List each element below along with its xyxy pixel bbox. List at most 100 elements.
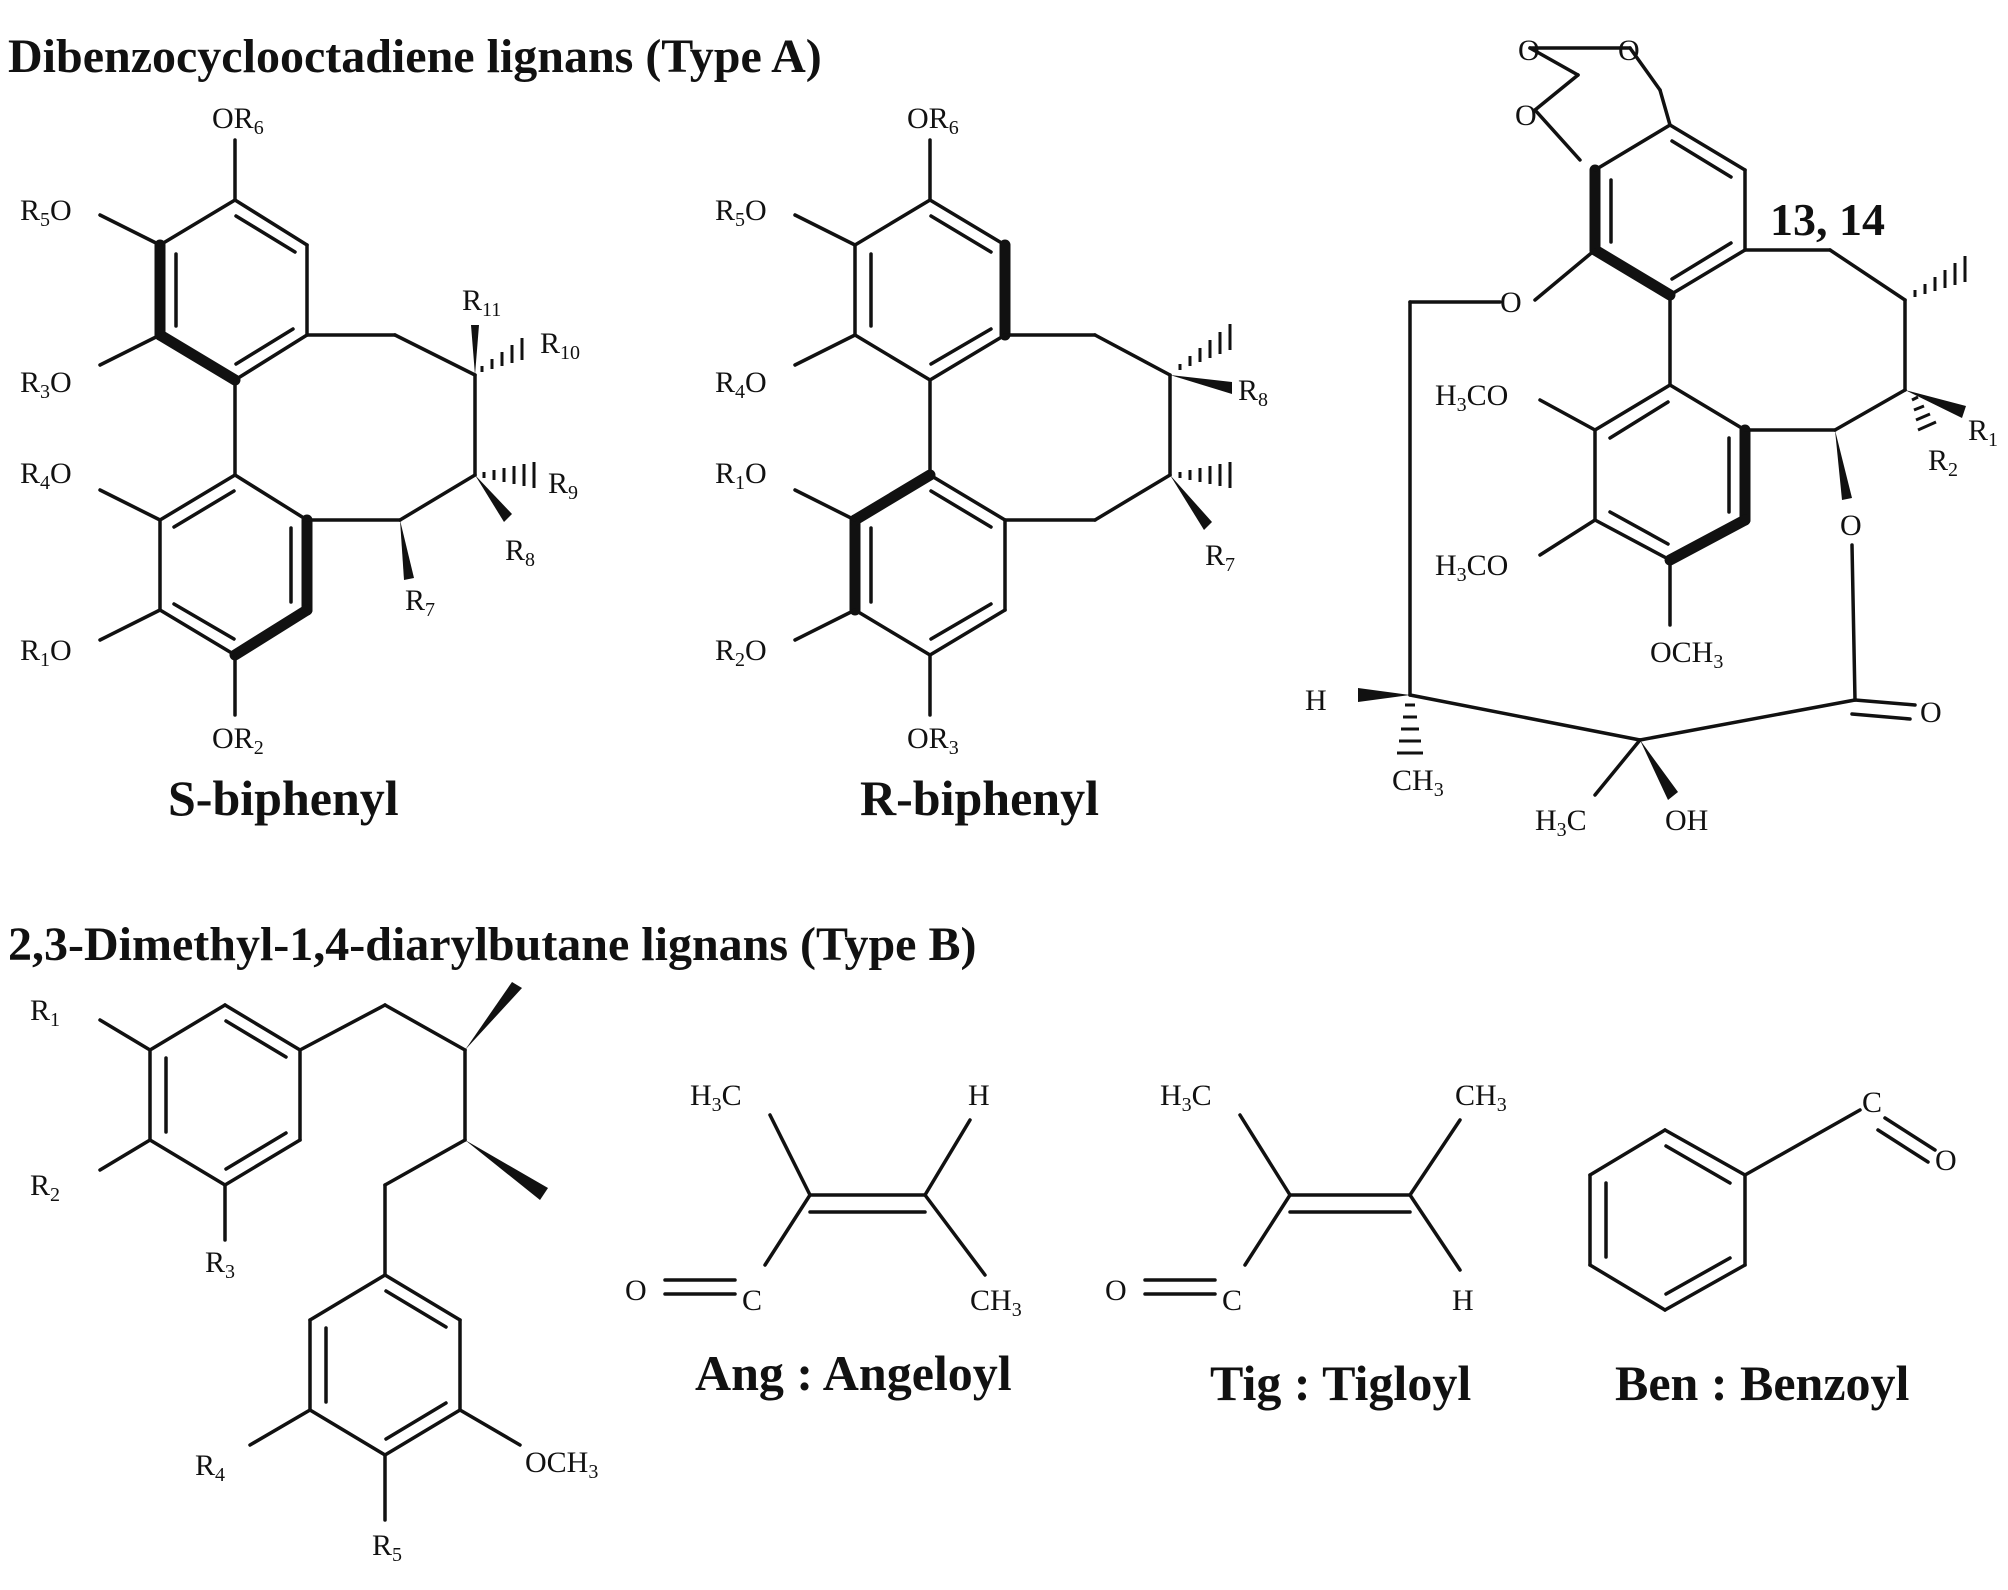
svg-text:R7: R7 bbox=[405, 584, 435, 621]
caption-benzoyl: Ben : Benzoyl bbox=[1615, 1355, 1910, 1411]
svg-text:R3O: R3O bbox=[20, 366, 72, 403]
svg-text:R4O: R4O bbox=[715, 366, 767, 403]
label-b-r3: R bbox=[205, 1246, 225, 1279]
label-ben-c: C bbox=[1862, 1086, 1882, 1119]
label-ang-c: C bbox=[742, 1284, 762, 1317]
label-ang-h: H bbox=[968, 1079, 990, 1112]
label-b-r2: R bbox=[30, 1169, 50, 1202]
svg-text:R5: R5 bbox=[372, 1529, 402, 1566]
svg-text:CH3: CH3 bbox=[1455, 1079, 1507, 1116]
label-tig-h: H bbox=[1452, 1284, 1474, 1317]
svg-text:R5O: R5O bbox=[20, 194, 72, 231]
label-r-r8: R bbox=[1238, 374, 1258, 407]
svg-text:R1O: R1O bbox=[715, 457, 767, 494]
svg-text:R2: R2 bbox=[30, 1169, 60, 1206]
label-r9: R bbox=[548, 467, 568, 500]
label-r4: R bbox=[20, 457, 40, 490]
svg-text:R5O: R5O bbox=[715, 194, 767, 231]
label-tig-c: C bbox=[1222, 1284, 1242, 1317]
svg-text:OR2: OR2 bbox=[212, 722, 264, 759]
label-ben-o: O bbox=[1935, 1144, 1957, 1177]
label-r-r7: R bbox=[1205, 539, 1225, 572]
heading-type-a: Dibenzocyclooctadiene lignans (Type A) bbox=[8, 30, 822, 83]
svg-text:R7: R7 bbox=[1205, 539, 1235, 576]
svg-text:H3C: H3C bbox=[1535, 804, 1587, 841]
svg-text:R11: R11 bbox=[462, 284, 501, 321]
label-ang-ch3: CH bbox=[970, 1284, 1012, 1317]
svg-text:R9: R9 bbox=[548, 467, 578, 504]
label-b-r1: R bbox=[30, 994, 50, 1027]
label-bridge-h3c: H bbox=[1535, 804, 1557, 837]
svg-text:OR3: OR3 bbox=[907, 722, 959, 759]
tigloyl-structure: H3C CH3 O C H bbox=[1105, 1079, 1507, 1317]
svg-text:R8: R8 bbox=[1238, 374, 1268, 411]
svg-text:R4: R4 bbox=[195, 1449, 225, 1486]
compound-13-14-structure: O O O O O O 13, 14 H3CO H3CO OCH3 R1 R2 … bbox=[1305, 34, 1998, 841]
caption-angeloyl: Ang : Angeloyl bbox=[695, 1345, 1012, 1401]
label-h3co-1: H bbox=[1435, 379, 1457, 412]
label-b-och3: OCH bbox=[525, 1446, 588, 1479]
svg-text:OCH3: OCH3 bbox=[1650, 636, 1723, 673]
label-b-r5: R bbox=[372, 1529, 392, 1562]
angeloyl-structure: H3C H O C CH3 bbox=[625, 1079, 1022, 1321]
r-biphenyl-structure: OR6 R5O R4O R1O R2O OR3 R8 R7 bbox=[715, 102, 1268, 759]
label-r7: R bbox=[405, 584, 425, 617]
label-tig-o: O bbox=[1105, 1274, 1127, 1307]
svg-text:H3C: H3C bbox=[1160, 1079, 1212, 1116]
label-r-r4: R bbox=[715, 366, 735, 399]
label-r5: R bbox=[20, 194, 40, 227]
label-r6-sub: 6 bbox=[254, 117, 264, 139]
label-o-top-right: O bbox=[1618, 34, 1640, 67]
caption-s-biphenyl: S-biphenyl bbox=[168, 770, 399, 826]
diarylbutane-structure: R1 R2 R3 R4 R5 OCH3 bbox=[30, 982, 598, 1566]
s-biphenyl-structure: OR6 R5O R3O R4O R1O OR2 R11 R10 R9 R8 R7 bbox=[20, 102, 580, 759]
label-r-r1: R bbox=[715, 457, 735, 490]
heading-type-b: 2,3-Dimethyl-1,4-diarylbutane lignans (T… bbox=[8, 918, 976, 971]
label-r8: R bbox=[505, 534, 525, 567]
label-bridge-oh: OH bbox=[1665, 804, 1708, 837]
label-r10: R bbox=[540, 327, 560, 360]
label-compound-numbers: 13, 14 bbox=[1770, 194, 1885, 245]
svg-text:R2O: R2O bbox=[715, 634, 767, 671]
benzoyl-structure: C O bbox=[1588, 1086, 1957, 1312]
label-or2-prefix: OR bbox=[212, 722, 254, 755]
svg-text:R1: R1 bbox=[30, 994, 60, 1031]
label-o-carbonyl: O bbox=[1920, 696, 1942, 729]
svg-text:CH3: CH3 bbox=[970, 1284, 1022, 1321]
svg-text:R1O: R1O bbox=[20, 634, 72, 671]
label-ang-h3c: H bbox=[690, 1079, 712, 1112]
svg-text:R2: R2 bbox=[1928, 444, 1958, 481]
svg-text:OR6: OR6 bbox=[907, 102, 959, 139]
svg-text:R1: R1 bbox=[1968, 414, 1998, 451]
label-r11: R bbox=[462, 284, 482, 317]
label-r-r5: R bbox=[715, 194, 735, 227]
svg-text:H3C: H3C bbox=[690, 1079, 742, 1116]
label-or6-prefix: OR bbox=[212, 102, 254, 135]
svg-text:H3CO: H3CO bbox=[1435, 549, 1508, 586]
label-bridge-h: H bbox=[1305, 684, 1327, 717]
svg-text:R3: R3 bbox=[205, 1246, 235, 1283]
label-cmpd-r1: R bbox=[1968, 414, 1988, 447]
label-b-r4: R bbox=[195, 1449, 215, 1482]
label-och3: OCH bbox=[1650, 636, 1713, 669]
label-o-ether: O bbox=[1500, 286, 1522, 319]
label-r-or3: OR bbox=[907, 722, 949, 755]
svg-text:R8: R8 bbox=[505, 534, 535, 571]
label-h3co-2: H bbox=[1435, 549, 1457, 582]
label-r-r2: R bbox=[715, 634, 735, 667]
label-ang-o: O bbox=[625, 1274, 647, 1307]
svg-text:CH3: CH3 bbox=[1392, 764, 1444, 801]
label-cmpd-r2: R bbox=[1928, 444, 1948, 477]
caption-tigloyl: Tig : Tigloyl bbox=[1210, 1355, 1471, 1411]
label-o-ester: O bbox=[1840, 509, 1862, 542]
caption-r-biphenyl: R-biphenyl bbox=[860, 770, 1099, 826]
label-o-dioxy: O bbox=[1515, 99, 1537, 132]
svg-text:R10: R10 bbox=[540, 327, 580, 364]
label-o-top-left: O bbox=[1518, 34, 1540, 67]
label-bridge-ch3: CH bbox=[1392, 764, 1434, 797]
label-r-or6: OR bbox=[907, 102, 949, 135]
svg-text:H3CO: H3CO bbox=[1435, 379, 1508, 416]
svg-text:OCH3: OCH3 bbox=[525, 1446, 598, 1483]
